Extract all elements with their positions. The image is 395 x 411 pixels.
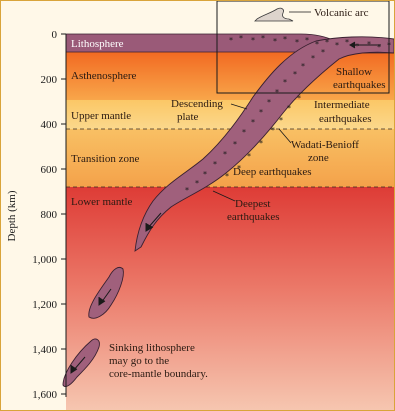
svg-text:*: * — [223, 150, 227, 159]
depth-axis-title: Depth (km) — [6, 190, 18, 241]
wadati-benioff-label-2: zone — [308, 152, 329, 164]
deepest-earthquakes-label-1: Deepest — [235, 198, 270, 210]
svg-text:*: * — [297, 94, 301, 103]
volcanic-arc-label: Volcanic arc — [314, 7, 369, 19]
asthenosphere-label: Asthenosphere — [71, 70, 136, 82]
volcano-icon — [255, 8, 293, 21]
svg-text:*: * — [242, 128, 246, 137]
svg-text:*: * — [247, 152, 251, 161]
deepest-earthquakes-label-2: earthquakes — [227, 211, 280, 223]
svg-text:*: * — [271, 126, 275, 135]
svg-text:*: * — [295, 38, 299, 47]
svg-text:*: * — [251, 36, 255, 45]
lithosphere-label: Lithosphere — [71, 38, 124, 50]
descending-plate-label-1: Descending — [171, 98, 223, 110]
svg-text:*: * — [311, 54, 315, 63]
deep-earthquakes-label: Deep earthquakes — [233, 166, 312, 178]
svg-text:*: * — [335, 41, 339, 50]
depth-tick-200: 200 — [41, 74, 58, 86]
intermediate-earthquakes-label-1: Intermediate — [314, 99, 370, 111]
depth-tick-1600: 1,600 — [32, 389, 57, 401]
svg-text:*: * — [325, 38, 329, 47]
depth-tick-1000: 1,000 — [32, 254, 57, 266]
svg-text:*: * — [355, 42, 359, 51]
lower-mantle-label: Lower mantle — [71, 196, 133, 208]
sinking-lithosphere-label-3: core-mantle boundary. — [109, 368, 208, 380]
svg-text:*: * — [261, 34, 265, 43]
svg-text:*: * — [259, 108, 263, 117]
depth-tick-1200: 1,200 — [32, 299, 57, 311]
svg-text:*: * — [321, 48, 325, 57]
svg-text:*: * — [203, 170, 207, 179]
svg-text:*: * — [283, 78, 287, 87]
shallow-earthquakes-label-2: earthquakes — [333, 79, 386, 91]
svg-text:*: * — [301, 62, 305, 71]
svg-text:*: * — [305, 36, 309, 45]
svg-text:*: * — [273, 37, 277, 46]
depth-tick-400: 400 — [41, 119, 58, 131]
transition-zone-label: Transition zone — [71, 153, 139, 165]
svg-text:*: * — [267, 98, 271, 107]
svg-text:*: * — [251, 118, 255, 127]
svg-text:*: * — [225, 172, 229, 181]
descending-plate-label-2: plate — [177, 111, 198, 123]
upper-mantle-label: Upper mantle — [71, 110, 131, 122]
sinking-lithosphere-label-2: may go to the — [109, 355, 169, 367]
svg-text:*: * — [239, 34, 243, 43]
svg-text:*: * — [315, 40, 319, 49]
svg-text:*: * — [287, 104, 291, 113]
depth-tick-0: 0 — [52, 29, 58, 41]
depth-axis-ticks — [61, 34, 66, 394]
svg-text:*: * — [279, 116, 283, 125]
svg-text:*: * — [377, 43, 381, 52]
wadati-benioff-label-1: Wadati-Benioff — [291, 139, 359, 151]
svg-text:*: * — [229, 36, 233, 45]
sinking-lithosphere-label-1: Sinking lithosphere — [109, 342, 195, 354]
svg-text:*: * — [233, 140, 237, 149]
svg-text:*: * — [185, 186, 189, 195]
intermediate-earthquakes-label-2: earthquakes — [319, 113, 372, 125]
shallow-earthquakes-label-1: Shallow — [336, 66, 372, 78]
svg-text:*: * — [195, 179, 199, 188]
depth-tick-600: 600 — [41, 164, 58, 176]
svg-text:*: * — [283, 35, 287, 44]
svg-text:*: * — [213, 160, 217, 169]
depth-tick-1400: 1,400 — [32, 344, 57, 356]
svg-text:*: * — [345, 38, 349, 47]
depth-tick-800: 800 — [41, 209, 58, 221]
svg-text:*: * — [293, 70, 297, 79]
svg-text:*: * — [259, 139, 263, 148]
